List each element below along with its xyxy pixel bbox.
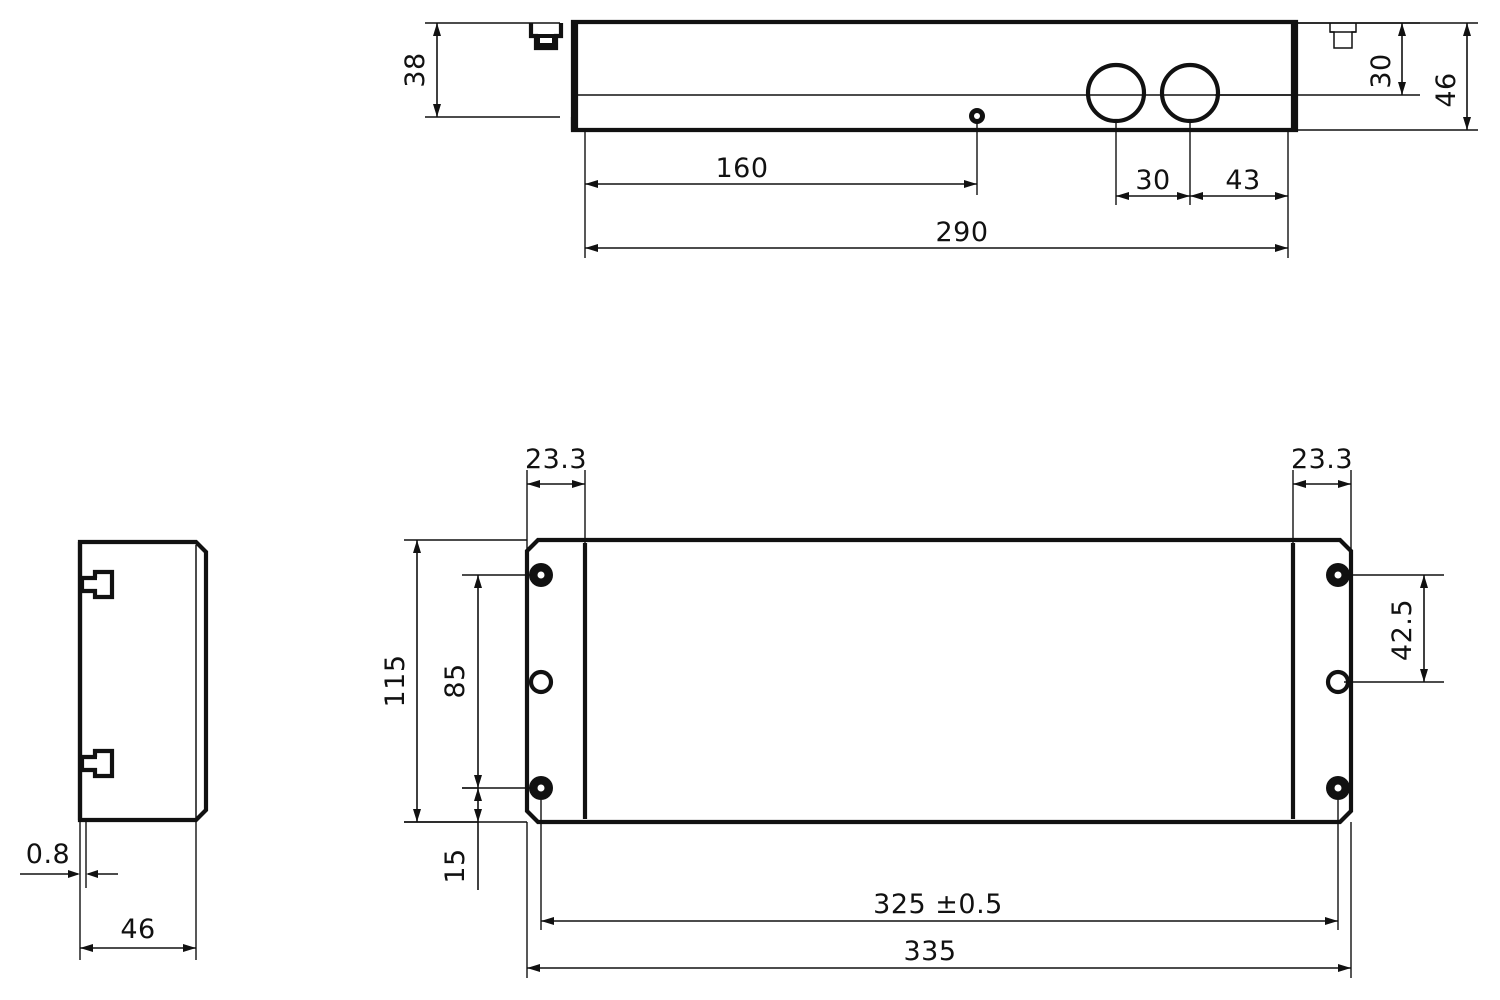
dimension-plan-pitch-85: 85 bbox=[440, 574, 535, 789]
side-profile-view: 0.8 46 bbox=[20, 539, 209, 960]
dimension-label-30-height: 30 bbox=[1366, 53, 1397, 88]
dimension-front-spacing-43: 43 bbox=[1190, 130, 1289, 205]
front-elevation-view: 38 30 46 160 bbox=[400, 19, 1478, 258]
dimension-label-30-spacing: 30 bbox=[1135, 165, 1170, 196]
front-view-clip-right bbox=[1329, 23, 1357, 49]
dimension-label-85: 85 bbox=[440, 663, 471, 698]
dimension-plan-flange-233-right: 23.3 bbox=[1291, 444, 1353, 551]
dimension-front-height-46: 46 bbox=[1296, 22, 1478, 131]
dimension-label-425: 42.5 bbox=[1387, 599, 1418, 661]
dimension-label-46-width: 46 bbox=[120, 914, 155, 945]
plan-view-hole-right-top bbox=[1326, 563, 1350, 587]
dimension-label-38: 38 bbox=[400, 52, 431, 87]
plan-view-hole-left-bottom bbox=[529, 776, 553, 800]
plan-view: 23.3 23.3 115 85 bbox=[380, 444, 1444, 978]
dimension-front-length-290: 290 bbox=[584, 195, 1289, 258]
dimension-label-115: 115 bbox=[380, 654, 411, 707]
dimension-label-233-right: 23.3 bbox=[1291, 444, 1353, 475]
dimension-label-43: 43 bbox=[1225, 165, 1260, 196]
dimension-label-335: 335 bbox=[903, 936, 956, 967]
front-view-body-outline bbox=[570, 19, 1299, 133]
dimension-front-spacing-30: 30 bbox=[1115, 121, 1191, 205]
front-view-round-holes bbox=[1085, 62, 1221, 124]
dimension-label-233-left: 23.3 bbox=[525, 444, 587, 475]
dimension-label-290: 290 bbox=[935, 217, 988, 248]
plan-view-hole-right-bottom bbox=[1326, 776, 1350, 800]
dimension-front-length-160: 160 bbox=[584, 122, 978, 195]
front-view-clip-left bbox=[528, 23, 564, 51]
dimension-plan-pitch-425: 42.5 bbox=[1344, 574, 1444, 683]
front-view-small-hole bbox=[969, 108, 985, 124]
dimension-label-46-height: 46 bbox=[1431, 72, 1462, 107]
side-view-clip-upper bbox=[79, 569, 115, 600]
dimension-label-08: 0.8 bbox=[26, 839, 70, 870]
plan-view-body-outline bbox=[524, 537, 1354, 825]
dimension-side-width-46: 46 bbox=[79, 820, 197, 960]
dimension-plan-edge-15: 15 bbox=[404, 787, 482, 890]
dimension-label-325: 325 ±0.5 bbox=[873, 889, 1003, 920]
dimension-plan-height-115: 115 bbox=[380, 539, 527, 823]
plan-view-hole-left-top bbox=[529, 563, 553, 587]
dimension-side-thickness-08: 0.8 bbox=[20, 820, 118, 888]
dimension-label-160: 160 bbox=[715, 153, 768, 184]
dimension-label-15: 15 bbox=[440, 848, 471, 883]
plan-view-hole-left-middle bbox=[528, 669, 554, 695]
dimension-front-height-30: 30 bbox=[1215, 22, 1420, 96]
dimension-plan-length-335: 335 bbox=[526, 822, 1352, 978]
dimension-plan-length-325: 325 ±0.5 bbox=[540, 800, 1339, 930]
dimension-front-height-38: 38 bbox=[400, 22, 560, 118]
side-view-clip-lower bbox=[79, 748, 115, 779]
dimension-plan-flange-233-left: 23.3 bbox=[525, 444, 587, 551]
